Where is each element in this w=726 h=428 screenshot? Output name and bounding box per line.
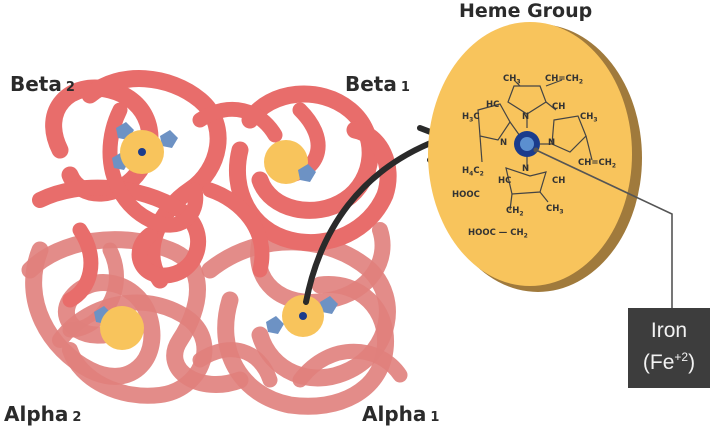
iron-callout-box: Iron (Fe+2) bbox=[628, 308, 710, 388]
heme-label-n-right: N bbox=[548, 138, 556, 148]
heme-label-vinyl-right: CH=CH2 bbox=[578, 158, 617, 170]
heme-label-hc-left: HC bbox=[486, 100, 500, 110]
label-alpha-2-name: Alpha bbox=[4, 402, 69, 426]
label-beta-1-name: Beta bbox=[345, 72, 397, 96]
heme-label-ch-bottom: CH bbox=[552, 176, 566, 186]
label-beta-2-index: 2 bbox=[65, 80, 75, 95]
iron-label: Iron bbox=[650, 319, 688, 342]
heme-label-n-bottom: N bbox=[522, 164, 530, 174]
label-beta-1-index: 1 bbox=[400, 80, 410, 95]
heme-alpha-1 bbox=[266, 295, 338, 337]
iron-callout-line bbox=[535, 149, 673, 312]
heme-label-hc-bottom: HC bbox=[498, 176, 512, 186]
heme-label-ch3-bottom: CH3 bbox=[546, 204, 564, 216]
heme-beta-1 bbox=[264, 140, 316, 184]
label-beta-2-name: Beta bbox=[10, 72, 62, 96]
label-alpha-1-index: 1 bbox=[430, 410, 440, 425]
heme-label-h4c2: H4C2 bbox=[462, 166, 484, 178]
heme-alpha-2 bbox=[94, 306, 144, 350]
heme-beta-2 bbox=[112, 122, 178, 174]
iron-formula: (Fe+2) bbox=[642, 350, 696, 374]
heme-label-vinyl-top: CH=CH2 bbox=[545, 74, 584, 86]
heme-group-title: Heme Group bbox=[459, 0, 593, 22]
heme-label-hooc-ch2: HOOC — CH2 bbox=[468, 228, 528, 240]
heme-label-ch2: CH2 bbox=[506, 206, 524, 218]
heme-label-h3c: H3C bbox=[462, 112, 480, 124]
heme-label-ch3-top: CH3 bbox=[503, 74, 521, 86]
porphyrin-ring bbox=[477, 79, 593, 211]
heme-label-ch-right: CH bbox=[552, 102, 566, 112]
label-alpha-1-name: Alpha bbox=[362, 402, 427, 426]
protein-ribbons bbox=[21, 70, 408, 415]
iron-charge: +2 bbox=[674, 350, 689, 364]
heme-label-n-top: N bbox=[522, 112, 530, 122]
heme-label-n-left: N bbox=[500, 138, 508, 148]
label-alpha-2-index: 2 bbox=[72, 410, 82, 425]
heme-label-hooc-1: HOOC bbox=[452, 190, 480, 200]
heme-group-disc bbox=[428, 22, 673, 312]
heme-label-ch3-right: CH3 bbox=[580, 112, 598, 124]
beta-2-ribbon bbox=[32, 70, 227, 308]
iron-symbol: Fe bbox=[649, 351, 675, 374]
